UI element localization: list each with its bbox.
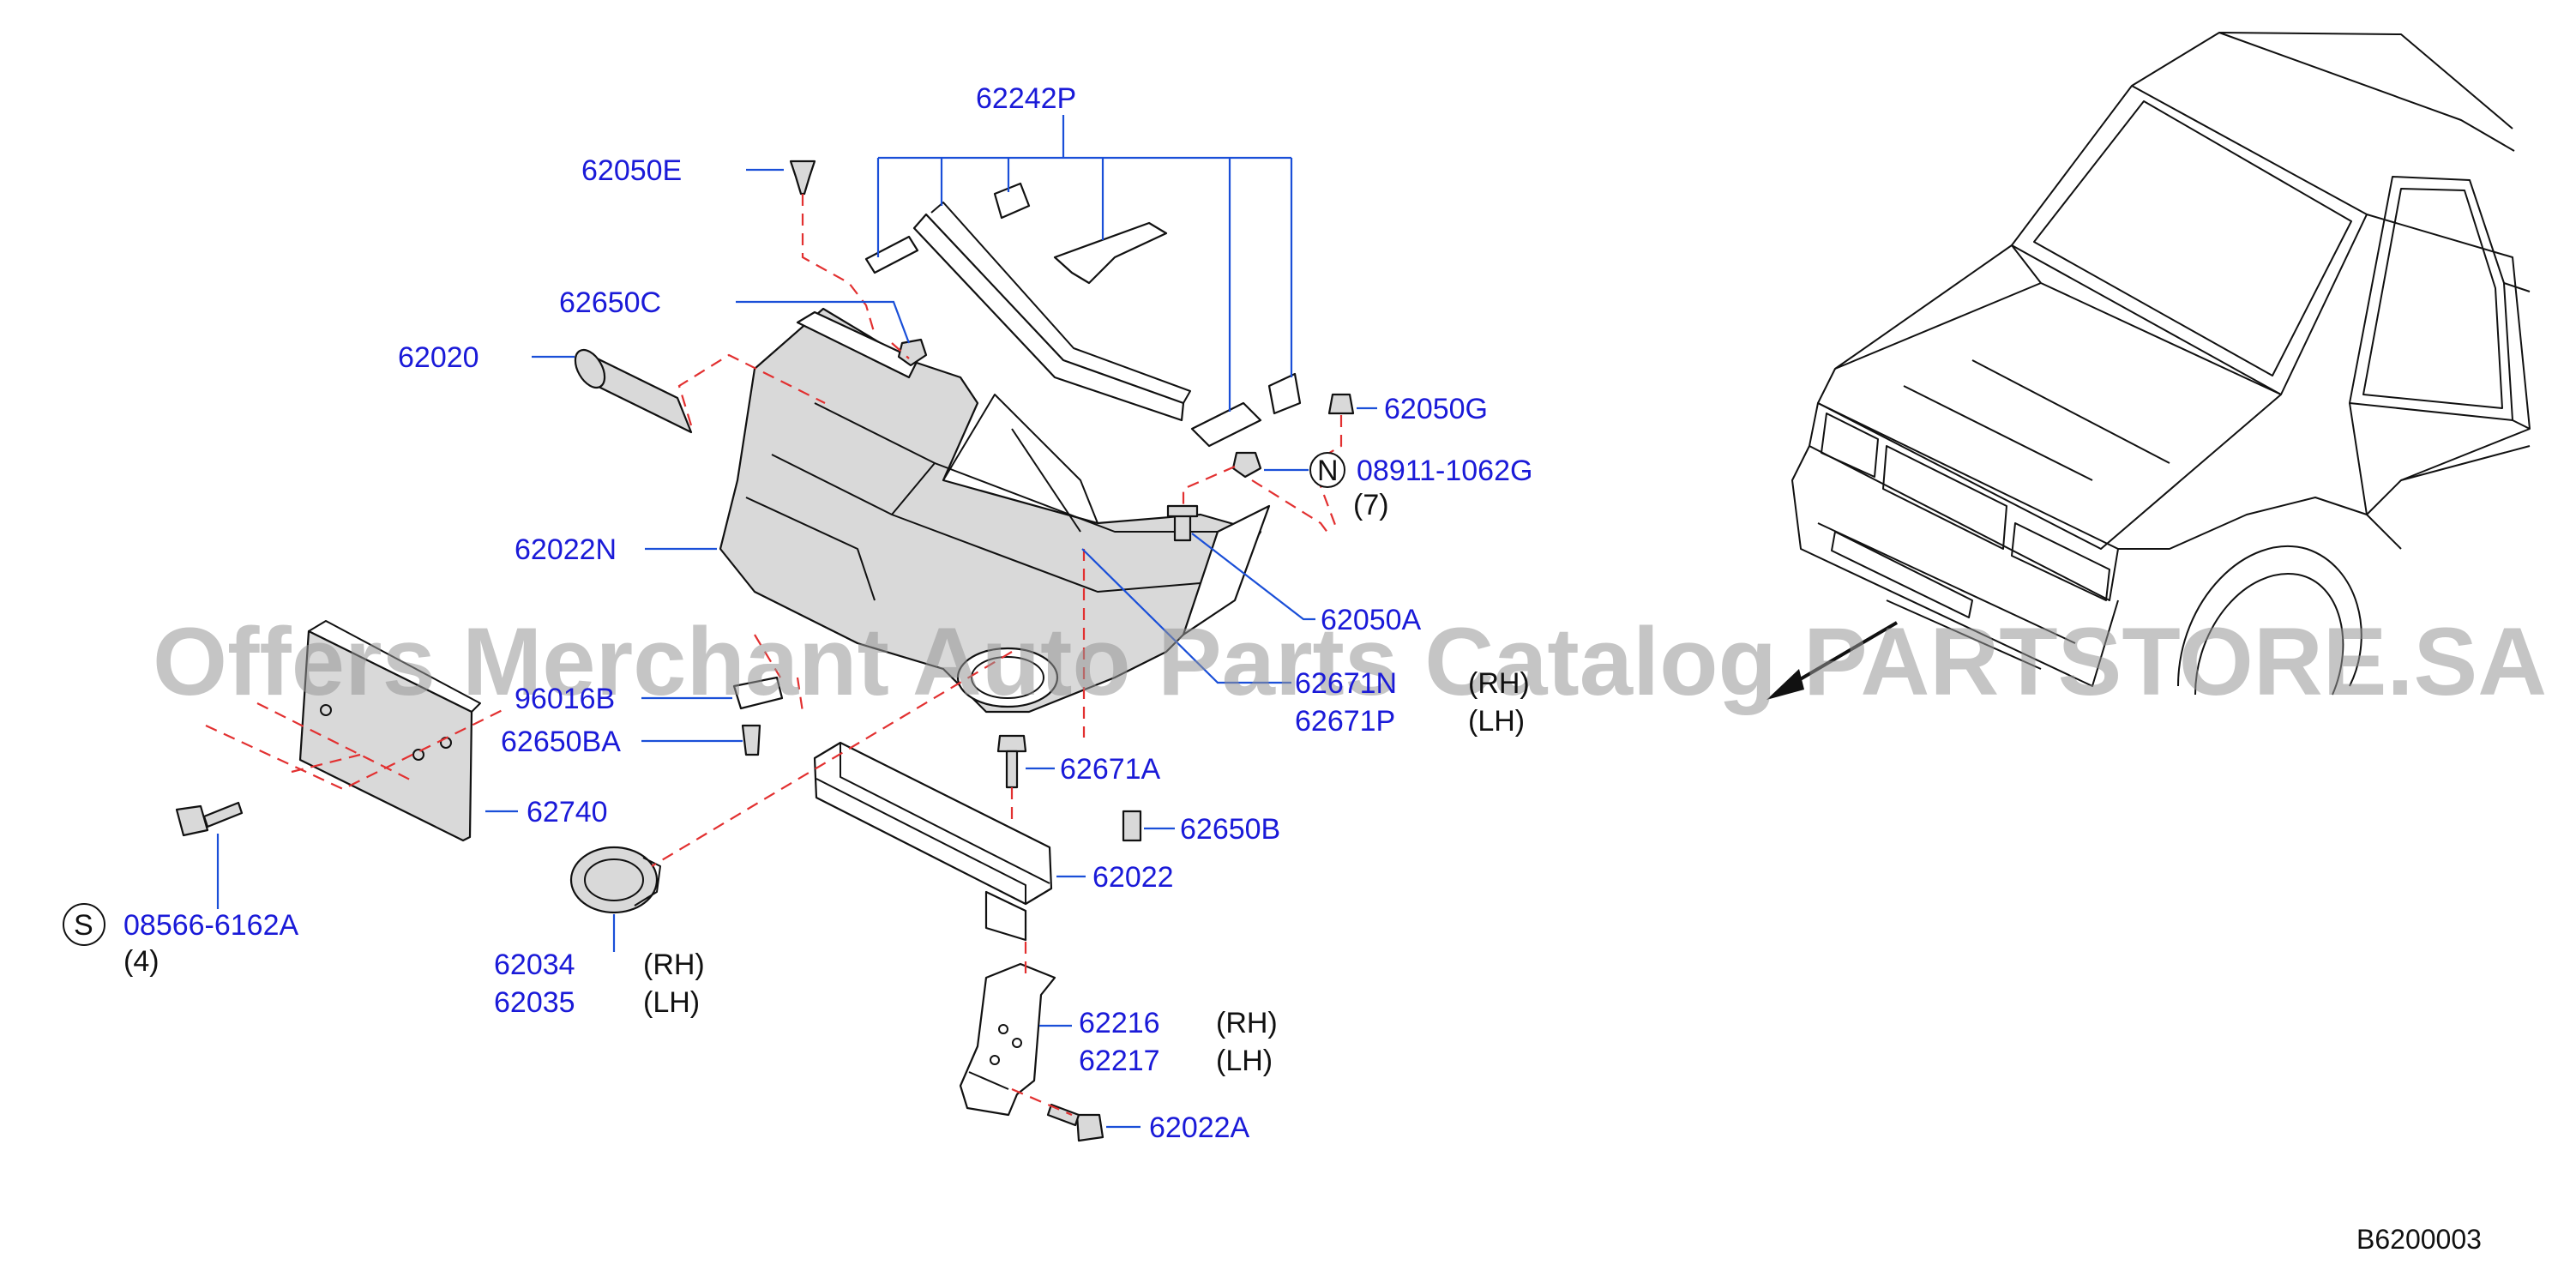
- label-62050A[interactable]: 62050A: [1321, 604, 1422, 636]
- side-62216: (RH): [1216, 1007, 1278, 1039]
- label-62217[interactable]: 62217: [1079, 1045, 1160, 1077]
- label-62671P[interactable]: 62671P: [1295, 705, 1395, 738]
- label-62034[interactable]: 62034: [494, 949, 575, 981]
- watermark-text: Offers Merchant Auto Parts Catalog PARTS…: [153, 608, 2547, 715]
- symbol-S: S: [74, 909, 93, 942]
- clip-62050G: [1327, 393, 1355, 415]
- bolt-08566: [175, 804, 209, 837]
- bolt-62650B: [1122, 810, 1142, 842]
- dashed-guides: [205, 194, 1343, 1117]
- diagram-code: B6200003: [2356, 1224, 2482, 1255]
- label-08566-6162A[interactable]: 08566-6162A: [123, 909, 299, 942]
- symbol-N: N: [1317, 455, 1339, 487]
- label-62216[interactable]: 62216: [1079, 1007, 1160, 1039]
- label-62022[interactable]: 62022: [1092, 861, 1174, 894]
- side-62035: (LH): [643, 986, 700, 1019]
- side-62671N: (RH): [1468, 667, 1530, 700]
- part-62034-fog-lamp: [569, 846, 661, 914]
- side-62217: (LH): [1216, 1045, 1273, 1077]
- part-62740-plate: [298, 620, 481, 842]
- label-62650BA[interactable]: 62650BA: [501, 726, 621, 758]
- clip-62650BA: [741, 724, 761, 756]
- label-96016B[interactable]: 96016B: [515, 683, 615, 715]
- symbol-circle-N: [1309, 452, 1345, 488]
- symbol-circle-S: [63, 903, 105, 946]
- side-62671P: (LH): [1468, 705, 1525, 738]
- label-62022A[interactable]: 62022A: [1149, 1111, 1250, 1144]
- part-fasteners: [175, 160, 1355, 1142]
- label-62050E[interactable]: 62050E: [581, 154, 682, 187]
- nut-62650C: [897, 338, 928, 367]
- clip-62050E: [789, 160, 816, 196]
- part-62216-bracket: [959, 962, 1056, 1117]
- view-arrow: [1766, 621, 1899, 700]
- part-62022N-bumper-cover: [719, 307, 1271, 714]
- qty-08566: (4): [123, 945, 159, 978]
- bolt-62022A: [1075, 1113, 1104, 1142]
- leader-lines: [216, 115, 1377, 1129]
- label-62242P[interactable]: 62242P: [976, 82, 1076, 115]
- part-62242P-brackets: [864, 182, 1302, 448]
- label-62671N[interactable]: 62671N: [1295, 667, 1397, 700]
- label-62022N[interactable]: 62022N: [515, 533, 617, 566]
- callout-labels: 62242P 62050E 62650C 62020 62050G N 0891…: [63, 82, 1532, 1144]
- label-62020[interactable]: 62020: [398, 341, 479, 374]
- bolt-62671A: [996, 734, 1027, 753]
- vehicle-illustration: [1791, 32, 2531, 696]
- qty-08911: (7): [1353, 489, 1389, 521]
- label-62740[interactable]: 62740: [527, 796, 608, 828]
- part-62020-tube: [574, 348, 693, 434]
- label-62650C[interactable]: 62650C: [559, 286, 661, 319]
- label-08911-1062G[interactable]: 08911-1062G: [1357, 455, 1532, 487]
- label-62050G[interactable]: 62050G: [1384, 393, 1488, 425]
- label-62671A[interactable]: 62671A: [1060, 753, 1161, 786]
- clip-96016B: [732, 676, 784, 710]
- side-62034: (RH): [643, 949, 705, 981]
- nut-08911: [1231, 451, 1262, 479]
- label-62650B[interactable]: 62650B: [1180, 813, 1280, 846]
- label-62035[interactable]: 62035: [494, 986, 575, 1019]
